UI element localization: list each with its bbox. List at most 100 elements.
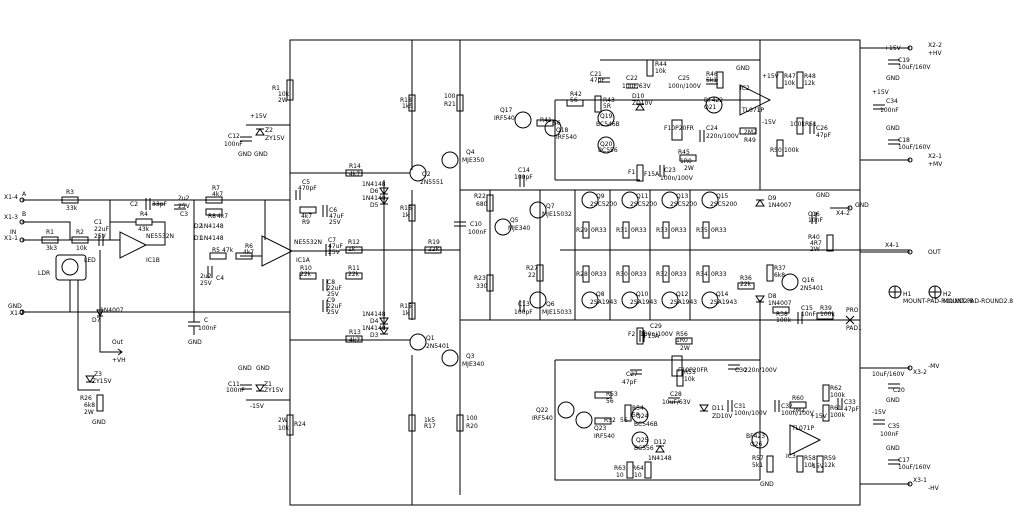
part-d10: ZD10V	[632, 100, 653, 107]
ref-r51: R51	[805, 121, 817, 128]
ref-r54: R54	[632, 405, 644, 412]
ref-q10: Q10	[636, 291, 649, 298]
part-q7: MJE15032	[542, 211, 572, 218]
ref-c11: C11	[228, 381, 240, 388]
capacitor-c5	[295, 190, 301, 200]
part-d5: 1N4148	[362, 195, 386, 202]
val-r32: 0R33	[671, 271, 687, 278]
resistor-r31	[622, 221, 630, 239]
m15-ic2: -15V	[762, 119, 777, 126]
p-r45: 2W	[684, 165, 694, 172]
val-r3: 33k	[66, 205, 78, 212]
label-x4-2: X4-2	[836, 210, 850, 217]
resistor-r39	[816, 312, 834, 320]
part-q5: MJE340	[508, 225, 530, 232]
ref-c4: C4	[216, 275, 224, 282]
resistor-r3	[61, 196, 79, 204]
part-z3: ZY15V	[92, 378, 112, 385]
val-r54: 5R	[632, 412, 640, 419]
part-q8: 2SA1943	[590, 299, 617, 306]
resistor-r44	[646, 59, 654, 77]
val-c18: 10uF/160V	[898, 144, 931, 151]
terminals	[19, 45, 942, 487]
ref-d10: D10	[632, 93, 644, 100]
label-out: OUT	[928, 249, 941, 256]
resistor-r61	[822, 404, 830, 422]
val-f2: F15A	[644, 333, 660, 340]
label-h2: MOUNT-PAD-ROUND2.8	[943, 298, 1013, 305]
ref-q13: Q13	[676, 193, 689, 200]
val-f1: F15A	[644, 171, 660, 178]
val-c26: 47pF	[816, 132, 831, 139]
val-c7: 47uF	[328, 243, 343, 250]
ref-c3: C3	[180, 211, 188, 218]
ref-r49: R49	[744, 137, 756, 144]
fuse-f2	[636, 327, 644, 345]
transistor-q13	[661, 191, 679, 209]
ref-r63: R63	[614, 465, 626, 472]
val-c29: 100n/100V	[640, 331, 674, 338]
p15-c34: +15V	[872, 89, 890, 96]
transistor-q7	[529, 201, 547, 219]
input-stage	[22, 196, 290, 412]
resistor-r11	[345, 272, 363, 280]
p15-ic3: +15V	[810, 413, 828, 420]
ref-c1: C1	[94, 219, 102, 226]
label-x1-3: X1-3	[4, 214, 18, 221]
ref-q26: Q26	[750, 441, 763, 448]
ref-r61: R61	[830, 405, 842, 412]
val-c10: 100nF	[468, 229, 487, 236]
ref-r47: R47	[784, 73, 796, 80]
ref-r5: R5	[212, 247, 220, 254]
diode-d12	[655, 445, 665, 453]
resistor-r51	[796, 117, 804, 135]
capacitor-c15	[797, 312, 803, 324]
ref-c29: C29	[650, 323, 662, 330]
val-r42: 56	[570, 97, 578, 104]
ref-r1: R1	[46, 229, 54, 236]
part-ic1a: NE5532N	[294, 239, 322, 246]
val-r24-2w: 2W	[278, 417, 288, 424]
resistor-r43	[594, 95, 602, 113]
label-b: B	[22, 211, 26, 218]
capacitor-c33	[837, 398, 843, 410]
val-r12: 1k	[348, 246, 356, 253]
capacitor-c22	[626, 83, 638, 89]
val-c22: 10uF/63V	[622, 83, 652, 90]
ref-r4: R4	[140, 211, 148, 218]
resistor-r1-2w	[286, 79, 294, 101]
ref-c34: C34	[886, 98, 898, 105]
val-r27: 22	[528, 272, 536, 279]
label-x1-2: X1-2	[10, 310, 24, 317]
label-vh: +VH	[112, 357, 126, 364]
ref-c6: C6	[329, 207, 337, 214]
transistor-q15	[701, 191, 719, 209]
val-c9: 22uF	[327, 303, 342, 310]
ref-q4: Q4	[466, 149, 475, 156]
ref-r11: R11	[348, 265, 360, 272]
resistor-r4	[135, 218, 153, 226]
val-r57: 5k1	[752, 462, 763, 469]
label-x1-1: X1-1	[4, 235, 18, 242]
ref-r8: R8	[208, 213, 216, 220]
capacitor-c26	[809, 122, 815, 134]
val-r4: 43k	[138, 226, 150, 233]
zener-d11	[699, 404, 709, 412]
part-q1: 2N5401	[426, 343, 450, 350]
val-r9: 4k7	[301, 213, 312, 220]
ref-r60: R60	[792, 395, 804, 402]
resistor-r34	[702, 265, 710, 283]
val-r38: 100k	[776, 317, 791, 324]
val-r29: 0R33	[591, 227, 607, 234]
capacitor-c30	[728, 364, 740, 370]
mosfet-q23	[575, 411, 593, 429]
opamp-ic1b	[119, 231, 148, 259]
resistor-r53	[594, 391, 612, 399]
p-r40: 2W	[810, 246, 820, 253]
capacitor-c20	[888, 383, 900, 389]
part-q22: IRF540	[532, 415, 553, 422]
label-pad1: PAD1	[846, 325, 862, 332]
label-x4-1: X4-1	[885, 242, 899, 249]
ref-d3: D3	[370, 332, 379, 339]
ref-r33: R33	[656, 227, 668, 234]
